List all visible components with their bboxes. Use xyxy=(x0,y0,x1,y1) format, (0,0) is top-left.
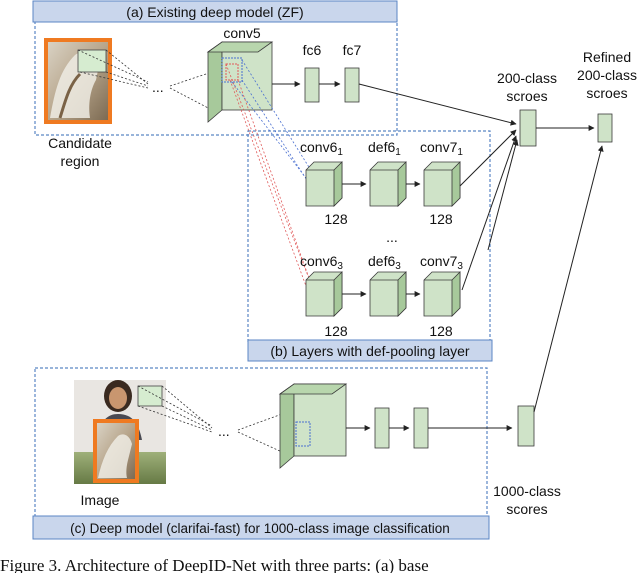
conv-c-input-dashes xyxy=(237,413,283,453)
refined-scores-block xyxy=(597,113,613,143)
scores-200-block xyxy=(519,109,537,147)
image-label: Image xyxy=(81,492,120,508)
candidate-label-2: region xyxy=(61,153,100,169)
panel-c-title-box xyxy=(32,515,490,540)
scores-1000-block xyxy=(517,405,535,447)
ellipsis-a: ... xyxy=(152,79,164,95)
conv5-label: conv5 xyxy=(223,25,261,41)
fc6-label: fc6 xyxy=(303,42,322,58)
panel-b-title: (b) Layers with def-pooling layer xyxy=(270,343,470,359)
panel-a-title-box xyxy=(32,0,398,23)
def6-1-block xyxy=(369,161,407,207)
panel-a: (a) Existing deep model (ZF) xyxy=(32,0,398,136)
arrow-1000-to-refined xyxy=(533,145,604,413)
scores-1000-label-2: scores xyxy=(506,501,547,517)
panel-c-title: (c) Deep model (clarifai-fast) for 1000-… xyxy=(70,521,450,536)
scores-200-label-1: 200-class xyxy=(497,70,557,86)
fc-c-2-block xyxy=(413,407,429,449)
conv7-1-block xyxy=(423,161,461,207)
ellipsis-c: ... xyxy=(218,423,230,439)
conv6-1-size: 128 xyxy=(324,211,348,227)
fc7-label: fc7 xyxy=(343,42,362,58)
image-patch xyxy=(137,385,163,407)
def-pooling-dashes xyxy=(225,59,315,293)
conv6-1-block xyxy=(305,161,343,207)
conv5-input-dashes xyxy=(169,71,213,111)
def6-3-block xyxy=(369,271,407,317)
arrows-to-200 xyxy=(358,83,519,291)
conv7-3-size: 128 xyxy=(429,323,453,339)
panel-a-title: (a) Existing deep model (ZF) xyxy=(126,4,303,20)
fc7-block xyxy=(344,67,360,103)
conv6-1-label: conv61 xyxy=(300,139,343,158)
def6-1-label: def61 xyxy=(368,139,401,158)
scores-200-label-2: scroes xyxy=(506,88,547,104)
conv6-3-block xyxy=(305,271,343,317)
conv5-block xyxy=(206,41,274,123)
conv6-3-size: 128 xyxy=(324,323,348,339)
conv7-3-label: conv73 xyxy=(420,253,463,272)
candidate-dashes xyxy=(77,49,149,89)
refined-label-3: scroes xyxy=(586,85,627,101)
panel-c: (c) Deep model (clarifai-fast) for 1000-… xyxy=(32,367,490,540)
panel-b-border xyxy=(247,130,491,343)
candidate-label-1: Candidate xyxy=(48,135,112,151)
def6-3-label: def63 xyxy=(368,253,401,272)
panel-b-title-box xyxy=(247,339,493,362)
candidate-patch xyxy=(77,49,107,73)
full-image xyxy=(74,380,166,484)
refined-label-1: Refined xyxy=(583,49,631,65)
conv7-1-label: conv71 xyxy=(420,139,463,158)
conv-c-block xyxy=(278,383,348,469)
fc6-block xyxy=(304,67,320,103)
conv6-3-label: conv63 xyxy=(300,253,343,272)
panel-b: (b) Layers with def-pooling layer xyxy=(247,130,493,362)
figure-caption: Figure 3. Architecture of DeepID-Net wit… xyxy=(0,556,429,573)
fc-c-1-block xyxy=(374,407,390,449)
conv7-3-block xyxy=(423,271,461,317)
ellipsis-b: ... xyxy=(386,229,398,245)
candidate-region-image xyxy=(44,38,112,124)
refined-label-2: 200-class xyxy=(577,67,637,83)
scores-1000-label-1: 1000-class xyxy=(493,483,561,499)
image-dashes xyxy=(137,385,213,433)
conv7-1-size: 128 xyxy=(429,211,453,227)
